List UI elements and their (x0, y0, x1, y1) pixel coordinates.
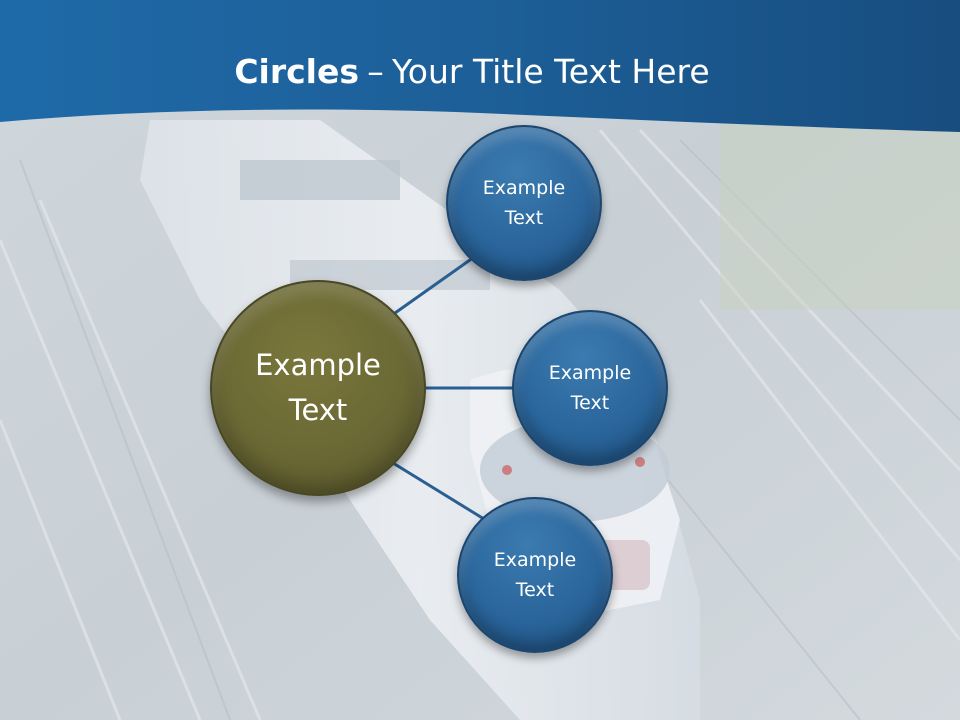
slide-title: Circles–Your Title Text Here (0, 52, 944, 91)
node-circle-1[interactable]: Example Text (446, 125, 602, 281)
node-circle-label: Example Text (548, 362, 632, 414)
connector-line-3 (392, 461, 485, 521)
center-circle-label: Example Text (255, 348, 381, 427)
node-circle-label: Example Text (482, 177, 566, 229)
node-circle-3[interactable]: Example Text (457, 497, 613, 653)
connector-line-1 (394, 253, 478, 315)
node-circle-label: Example Text (493, 549, 577, 601)
node-circle-2[interactable]: Example Text (512, 310, 668, 466)
title-dash: – (367, 52, 384, 91)
center-circle[interactable]: Example Text (210, 280, 426, 496)
title-text: Your Title Text Here (392, 52, 710, 91)
title-bold-word: Circles (234, 52, 360, 91)
